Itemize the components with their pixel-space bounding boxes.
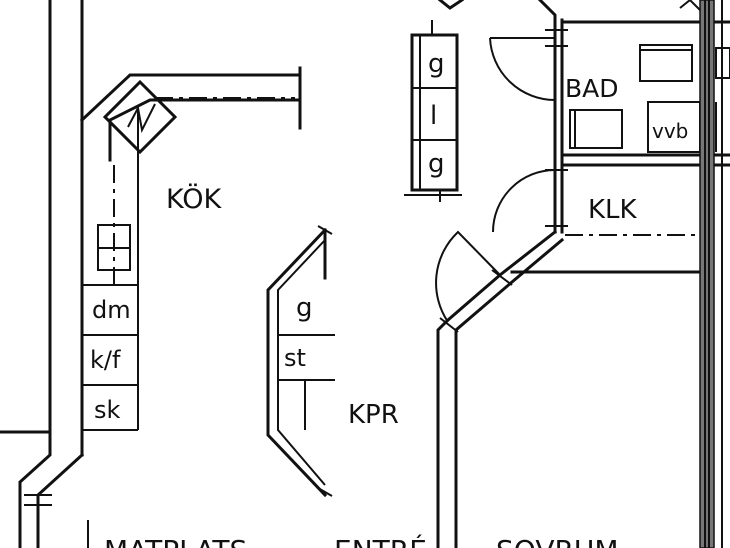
left-wall (0, 0, 85, 548)
wardrobe-top-label-1: g (428, 49, 445, 79)
room-label-sovrum: SOVRUM (496, 534, 619, 548)
wardrobe-kpr-label-2: st (284, 344, 306, 372)
wardrobe-top (404, 20, 462, 202)
unit-label-kf: k/f (90, 346, 121, 374)
wardrobe-top-label-2: l (430, 101, 437, 131)
wardrobe-kpr (266, 225, 335, 498)
unit-label-sk: sk (94, 396, 121, 424)
bath-door-swing (489, 37, 556, 102)
room-label-bad: BAD (565, 74, 619, 103)
room-label-matplats: MATPLATS (104, 534, 247, 548)
wardrobe-kpr-label-1: g (296, 293, 313, 323)
stove-symbol (102, 79, 178, 155)
room-label-klk: KLK (588, 195, 638, 225)
hall-walls (436, 229, 702, 548)
hall-door-swing (435, 230, 501, 323)
room-label-kpr: KPR (348, 400, 399, 430)
room-label-entre: ENTRÉ (334, 533, 427, 548)
right-wall (679, 0, 723, 548)
wardrobe-top-label-3: g (428, 149, 445, 179)
kitchen-counter (79, 66, 302, 431)
vvb-label: vvb (652, 119, 688, 143)
unit-label-dm: dm (92, 296, 131, 324)
room-label-kok: KÖK (166, 183, 222, 215)
klk-door-swing (492, 169, 556, 233)
top-marker (437, 0, 465, 10)
